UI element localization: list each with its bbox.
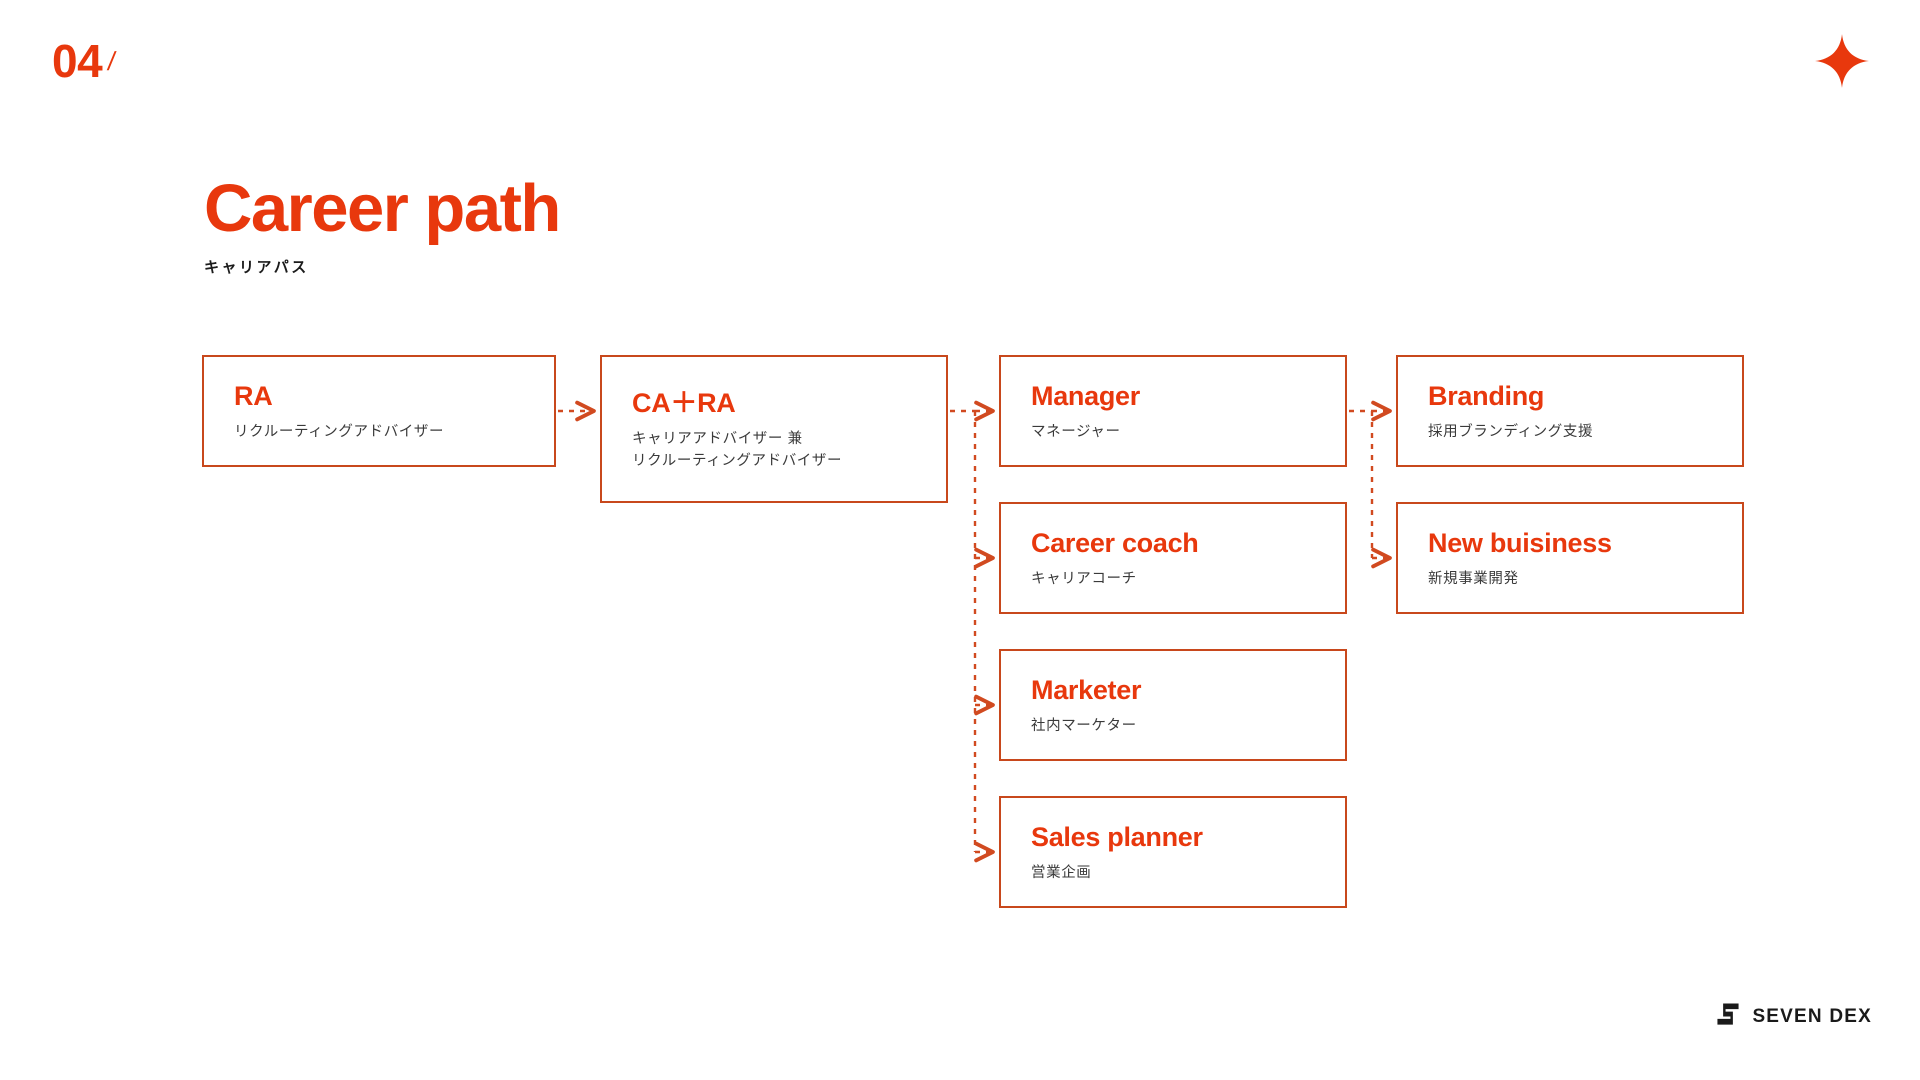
node-branding[interactable]: Branding 採用ブランディング支援 bbox=[1396, 355, 1744, 467]
sparkle-icon bbox=[1814, 33, 1870, 89]
node-sales-planner[interactable]: Sales planner 営業企画 bbox=[999, 796, 1347, 908]
node-description: 採用ブランディング支援 bbox=[1428, 423, 1594, 440]
node-description: 社内マーケター bbox=[1031, 717, 1137, 734]
node-title: New buisiness bbox=[1428, 527, 1612, 558]
page-title: Career path bbox=[204, 171, 561, 246]
node-manager[interactable]: Manager マネージャー bbox=[999, 355, 1347, 467]
node-description: リクルーティングアドバイザー bbox=[234, 423, 445, 440]
node-career-coach[interactable]: Career coach キャリアコーチ bbox=[999, 502, 1347, 614]
node-description: 営業企画 bbox=[1031, 864, 1092, 881]
page-title-block: Career path キャリアパス bbox=[204, 171, 561, 277]
sevendex-logo-icon bbox=[1715, 1001, 1741, 1032]
node-description: キャリアコーチ bbox=[1031, 570, 1137, 587]
node-title: Sales planner bbox=[1031, 821, 1203, 852]
node-description: キャリアアドバイザー 兼 リクルーティングアドバイザー bbox=[632, 430, 843, 470]
node-title: Manager bbox=[1031, 380, 1140, 411]
page-number-value: 04 bbox=[52, 35, 103, 87]
brand-logo: SEVEN DEX bbox=[1715, 1001, 1872, 1032]
node-title: Branding bbox=[1428, 380, 1545, 411]
brand-logo-text: SEVEN DEX bbox=[1752, 1005, 1872, 1027]
node-title: CA＋RA bbox=[632, 387, 736, 418]
node-title: RA bbox=[234, 380, 273, 411]
node-title: Career coach bbox=[1031, 527, 1199, 558]
node-new-business[interactable]: New buisiness 新規事業開発 bbox=[1396, 502, 1744, 614]
page-subtitle: キャリアパス bbox=[204, 259, 309, 276]
page-number: 04 / bbox=[52, 35, 118, 87]
node-marketer[interactable]: Marketer 社内マーケター bbox=[999, 649, 1347, 761]
node-ca-ra[interactable]: CA＋RA キャリアアドバイザー 兼 リクルーティングアドバイザー bbox=[600, 355, 948, 503]
node-ra[interactable]: RA リクルーティングアドバイザー bbox=[202, 355, 556, 467]
node-description: マネージャー bbox=[1031, 423, 1121, 440]
node-description: 新規事業開発 bbox=[1428, 570, 1519, 587]
node-title: Marketer bbox=[1031, 674, 1142, 705]
